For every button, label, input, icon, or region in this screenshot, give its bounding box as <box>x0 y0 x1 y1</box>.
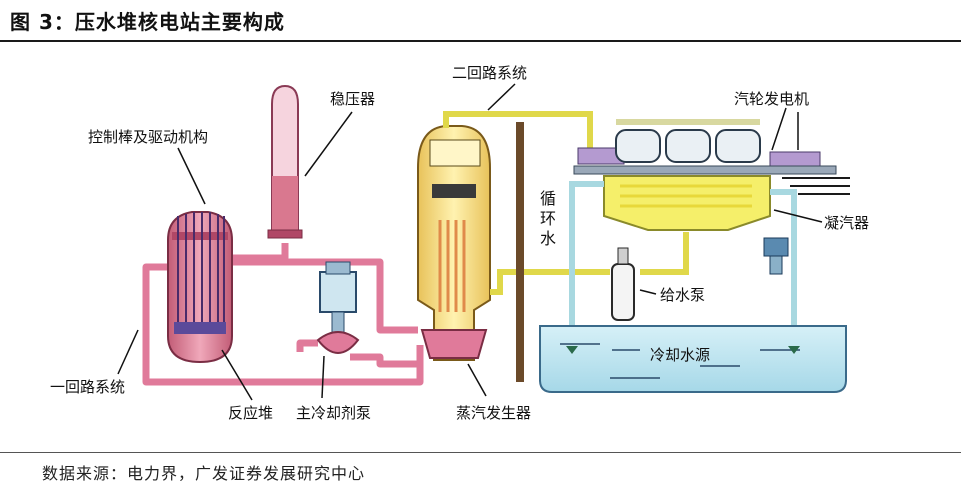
label-circulating-water-3: 水 <box>540 229 556 248</box>
footer-rule <box>0 452 961 453</box>
label-reactor: 反应堆 <box>228 404 273 422</box>
primary-pipe-left <box>142 263 424 386</box>
label-pressurizer: 稳压器 <box>330 90 375 108</box>
control-rods <box>177 212 225 330</box>
secondary-loop-pipes <box>443 111 689 295</box>
label-main-coolant-pump: 主冷却剂泵 <box>296 404 371 422</box>
figure-title: 图 3：压水堆核电站主要构成 <box>10 10 285 34</box>
feedwater-line <box>490 269 610 295</box>
cooling-water-basin <box>539 325 847 393</box>
primary-pipe-hot-leg <box>232 258 418 334</box>
reactor-vessel <box>167 211 233 364</box>
pwr-diagram: 控制棒及驱动机构 稳压器 二回路系统 汽轮发电机 循 环 水 凝汽器 给水泵 冷… <box>50 64 869 422</box>
primary-pipe-cold-leg <box>350 353 420 368</box>
source-note: 数据来源：电力界，广发证券发展研究中心 <box>42 464 366 483</box>
turbine-generator <box>573 119 850 195</box>
label-cooling-water-source: 冷却水源 <box>650 346 710 364</box>
primary-pipe-pump <box>296 339 318 352</box>
label-circulating-water-1: 循 <box>540 189 556 208</box>
leader-lines <box>117 83 823 401</box>
feed-water-pump <box>611 247 635 321</box>
primary-loop-pipes <box>142 243 424 386</box>
main-coolant-pump <box>316 261 360 354</box>
steam-line <box>443 111 593 152</box>
label-condenser: 凝汽器 <box>824 214 869 232</box>
label-primary-loop: 一回路系统 <box>50 378 125 396</box>
label-feed-pump: 给水泵 <box>660 286 705 304</box>
cooling-water-pipes <box>569 181 797 342</box>
steam-generator <box>417 125 491 361</box>
pressurizer-vessel <box>267 84 303 239</box>
condenser <box>603 175 771 231</box>
primary-pipe-top <box>214 243 289 262</box>
label-turbine-generator: 汽轮发电机 <box>734 90 809 108</box>
reactor-core <box>174 322 226 334</box>
label-steam-generator: 蒸汽发生器 <box>456 404 531 422</box>
containment-wall <box>516 122 524 382</box>
feedwater-to-pump <box>640 232 689 275</box>
label-secondary-loop: 二回路系统 <box>452 64 527 82</box>
label-circulating-water-2: 环 <box>540 209 556 228</box>
circulating-water-pump <box>763 237 789 275</box>
label-control-rods: 控制棒及驱动机构 <box>88 128 208 146</box>
title-rule <box>0 40 961 42</box>
